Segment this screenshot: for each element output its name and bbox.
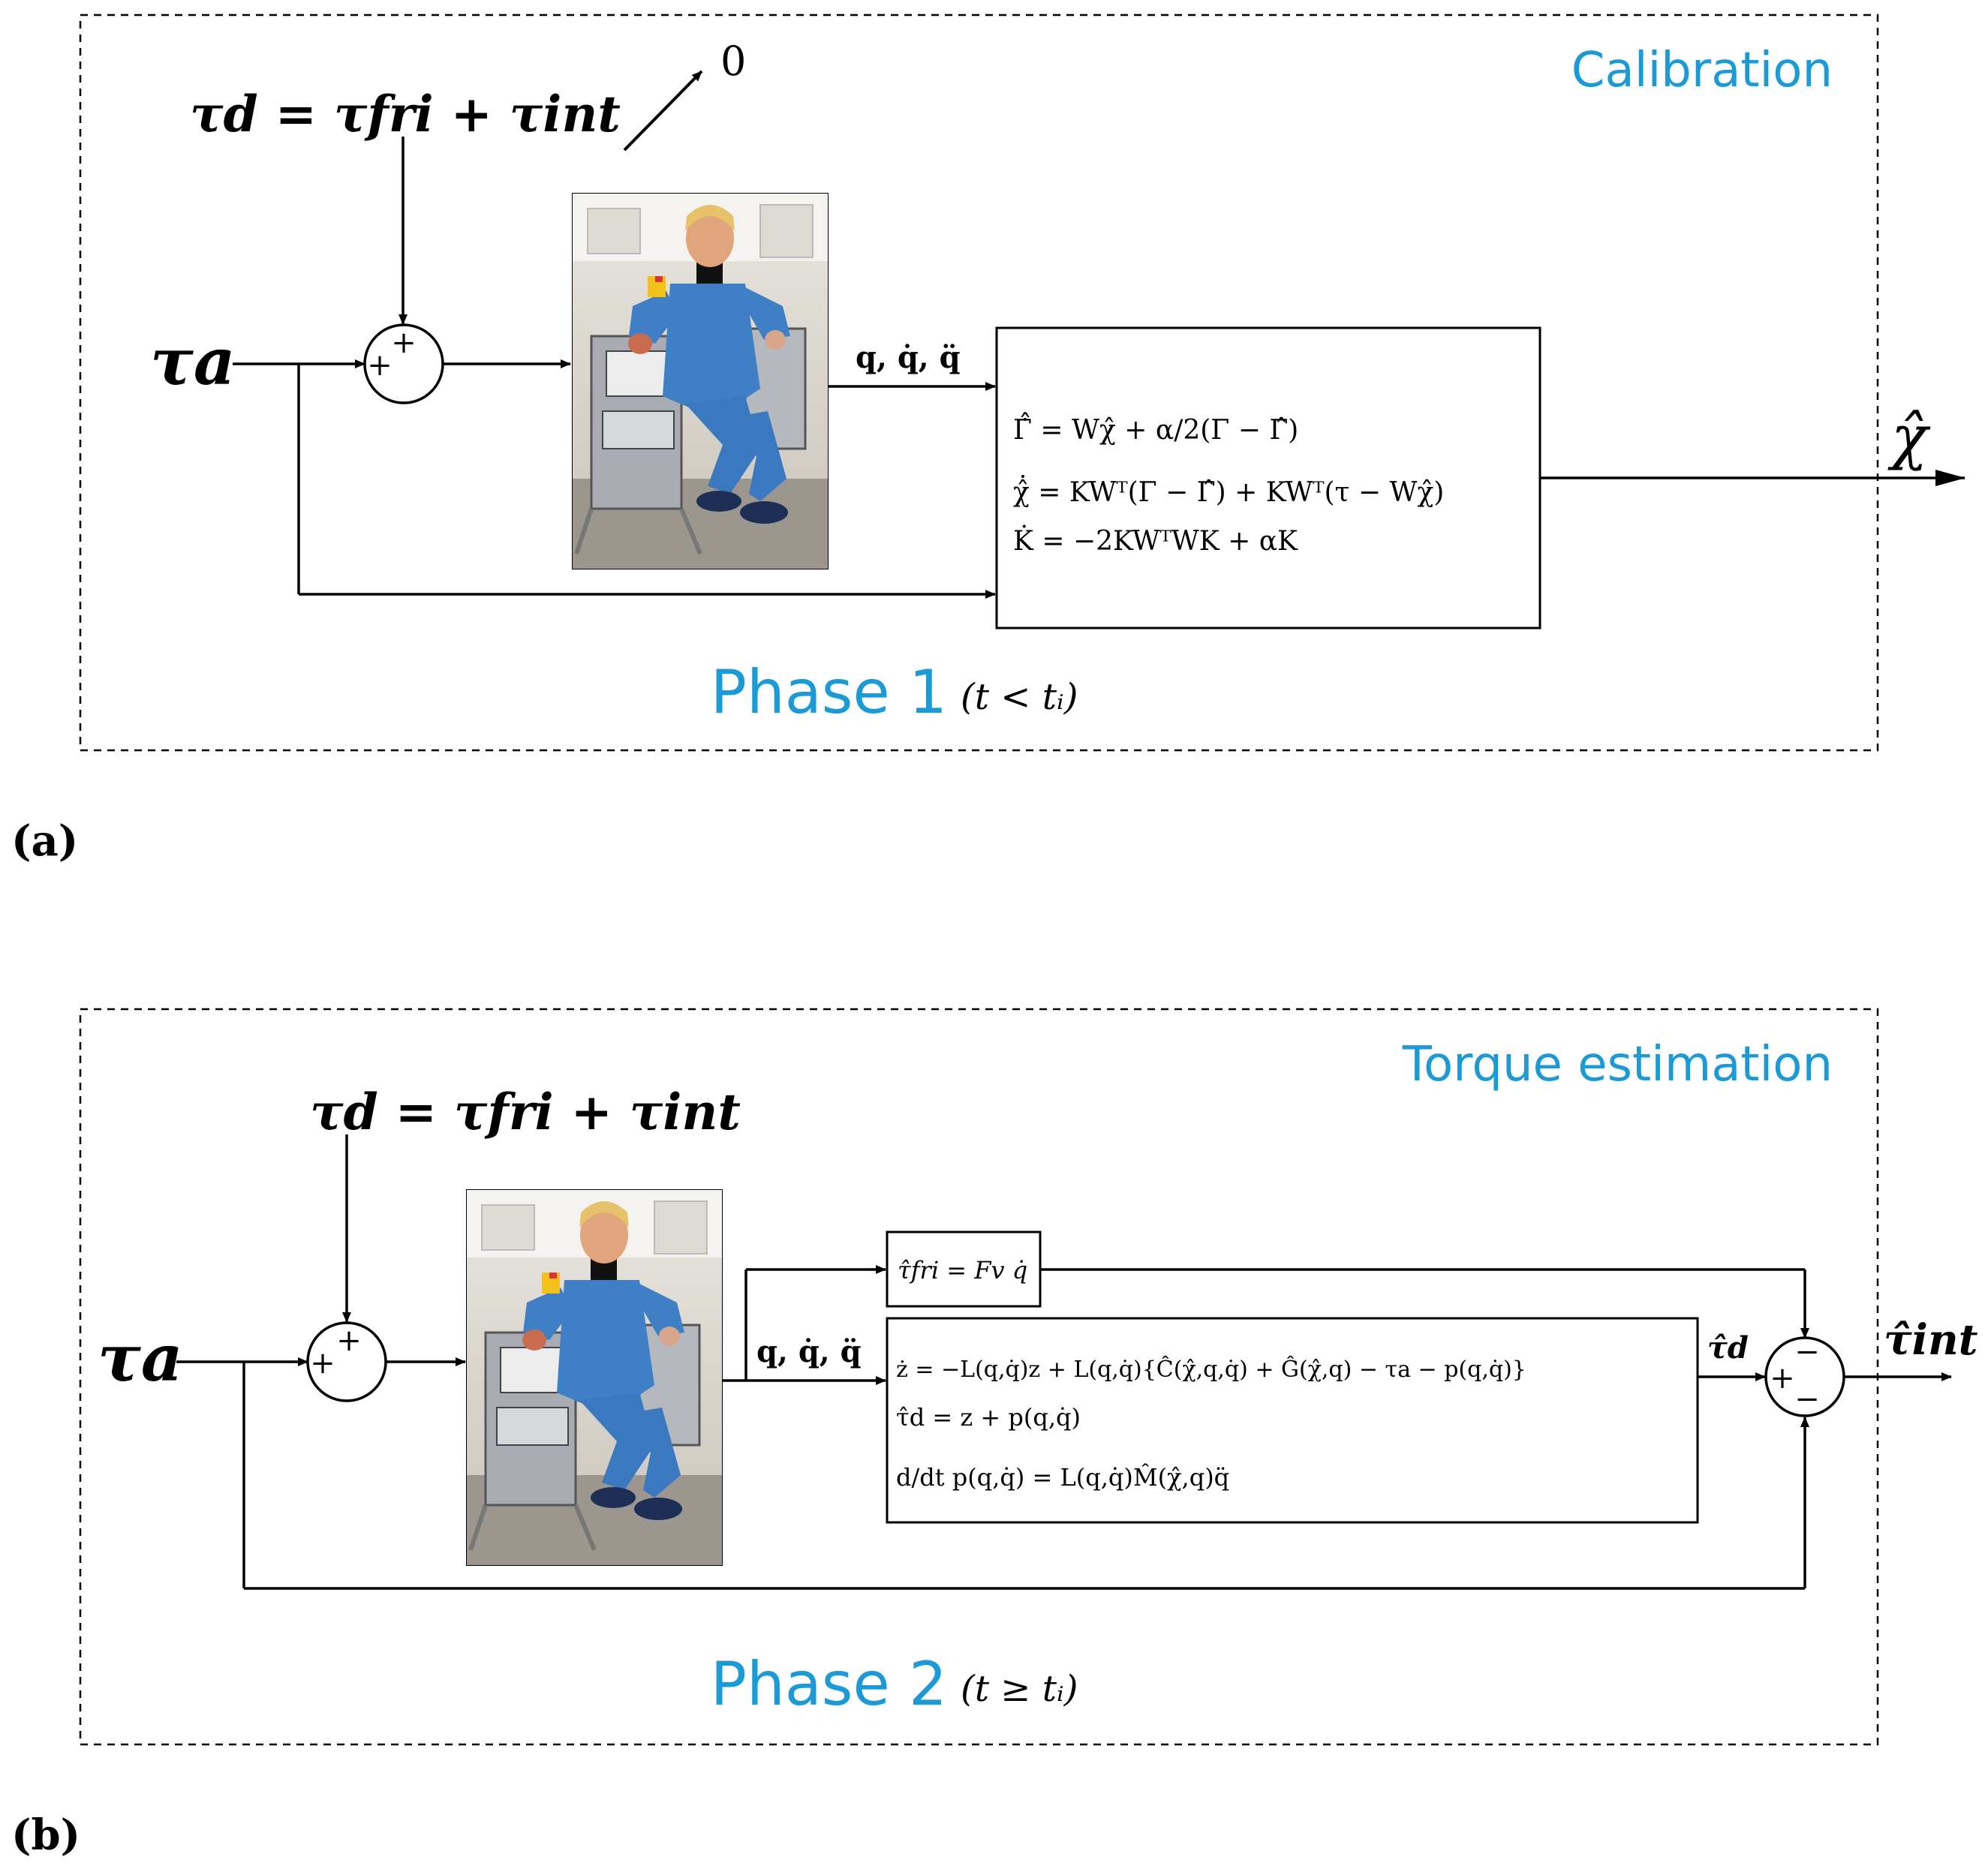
- sum-sign-top: +: [391, 326, 417, 360]
- observer-eq-2: τ̂d = z + p(q,q̇): [896, 1403, 1081, 1432]
- panel-b-label: (b): [11, 1810, 80, 1860]
- estimator-eq-2: χ̂̇ = KWᵀ(Γ − Γ̂) + KWᵀ(τ − Wχ̂): [1013, 475, 1444, 508]
- robot-mannequin-photo: [573, 194, 828, 569]
- panel-b: Torque estimation τd = τfri + τint τa + …: [79, 1008, 1978, 1746]
- observer-eq-1: ż = −L(q,q̇)z + L(q,q̇){Ĉ(χ̂,q,q̇) + Ĝ(χ…: [896, 1356, 1526, 1383]
- sum-sign-left: +: [367, 348, 392, 383]
- panel-a-disturbance-eq: τd = τfri + τint: [190, 85, 621, 143]
- estimator-eq-1: Γ̇̂ = Wχ̂ + α/2(Γ − Γ̂): [1013, 412, 1298, 446]
- panel-a: Calibration τd = τfri + τint 0 τa + + q,…: [79, 14, 1965, 752]
- signal-label: q, q̇, q̈: [856, 340, 961, 375]
- panel-a-output: χ̂: [1887, 402, 1931, 472]
- out-sign-bottom: −: [1794, 1382, 1820, 1417]
- panel-b-input: τa: [98, 1321, 183, 1396]
- out-sign-top: −: [1794, 1335, 1820, 1369]
- panel-a-frame: [79, 14, 1879, 752]
- estimator-eq-3: K̇ = −2KWᵀWK + αK: [1013, 525, 1298, 557]
- panel-a-input: τa: [150, 324, 236, 400]
- panel-b-phase-condition: (t ≥ tᵢ): [961, 1668, 1078, 1710]
- out-sign-left: +: [1770, 1361, 1795, 1396]
- panel-a-phase-condition: (t < tᵢ): [961, 676, 1078, 718]
- friction-eq: τ̂fri = Fv q̇: [898, 1256, 1027, 1285]
- sum-sign-top-b: +: [336, 1324, 362, 1358]
- panel-b-phase: Phase 2: [711, 1649, 947, 1719]
- zero-mark: 0: [720, 38, 746, 85]
- robot-mannequin-photo-b: [467, 1190, 722, 1565]
- observer-output-label: τ̂d: [1707, 1330, 1749, 1366]
- signal-label-b: q, q̇, q̈: [756, 1334, 862, 1369]
- observer-eq-3: d/dt p(q,q̇) = L(q,q̇)M̂(χ̂,q)q̈: [896, 1463, 1229, 1492]
- panel-b-disturbance-eq: τd = τfri + τint: [310, 1083, 741, 1141]
- panel-a-title: Calibration: [1571, 43, 1833, 98]
- estimator-block: [995, 326, 1541, 630]
- sum-sign-left-b: +: [310, 1346, 335, 1381]
- panel-a-phase: Phase 1: [711, 657, 947, 727]
- panel-b-title: Torque estimation: [1402, 1037, 1833, 1092]
- panel-a-label: (a): [11, 816, 78, 866]
- panel-b-output: τ̂int: [1884, 1315, 1978, 1365]
- strike-arrow: [623, 70, 703, 152]
- observer-block: [886, 1317, 1699, 1524]
